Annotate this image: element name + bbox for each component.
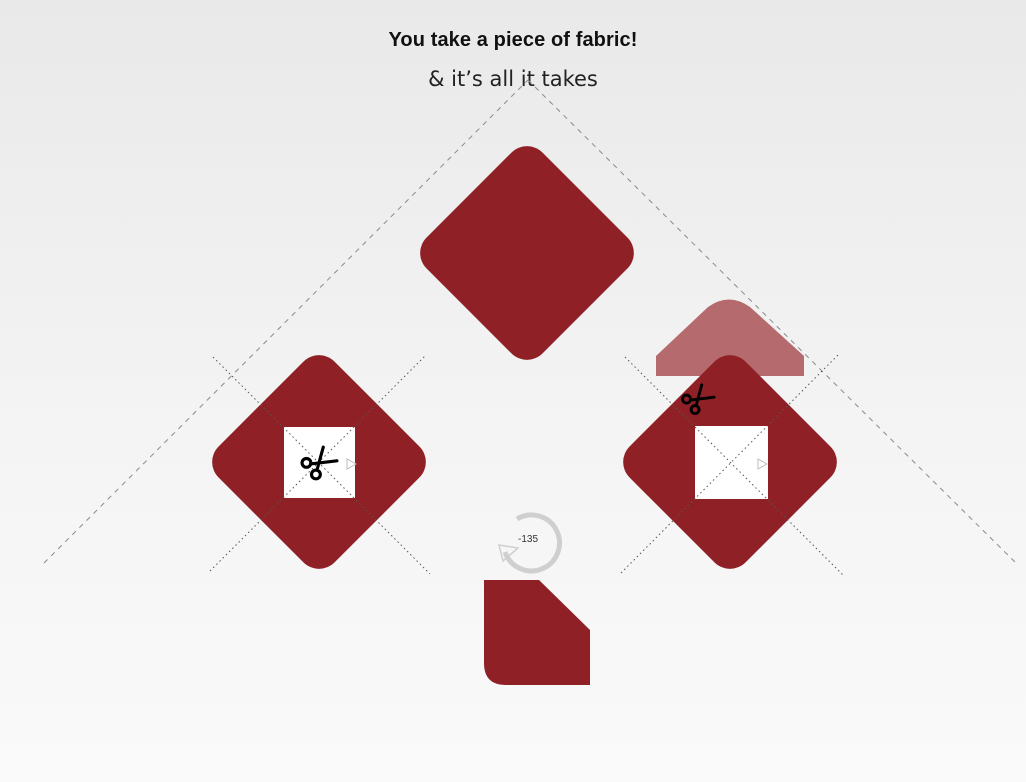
page-subtitle: & it’s all it takes bbox=[428, 67, 598, 91]
fabric-square-left-group bbox=[209, 354, 431, 575]
rotate-arrowhead bbox=[497, 544, 520, 563]
scissors-icon[interactable] bbox=[300, 445, 339, 481]
play-triangle-icon bbox=[346, 458, 358, 470]
rotation-label: -135 bbox=[518, 534, 538, 545]
fabric-square-right-group bbox=[620, 299, 844, 576]
page-title: You take a piece of fabric! bbox=[388, 29, 638, 51]
fabric-cut-piece bbox=[484, 580, 590, 685]
fabric-square-top bbox=[420, 146, 634, 360]
dotted-cross-right bbox=[620, 354, 844, 576]
dashed-guide-lines bbox=[43, 79, 1019, 566]
play-triangle-icon-right bbox=[757, 458, 769, 470]
rotate-ccw-icon bbox=[502, 512, 562, 574]
scissors-icon-right[interactable] bbox=[681, 383, 716, 415]
cut-window-right bbox=[695, 426, 768, 499]
rotation-indicator[interactable]: -135 bbox=[497, 512, 562, 574]
dotted-cross-left bbox=[209, 354, 431, 575]
fabric-ghost-piece bbox=[656, 299, 804, 376]
